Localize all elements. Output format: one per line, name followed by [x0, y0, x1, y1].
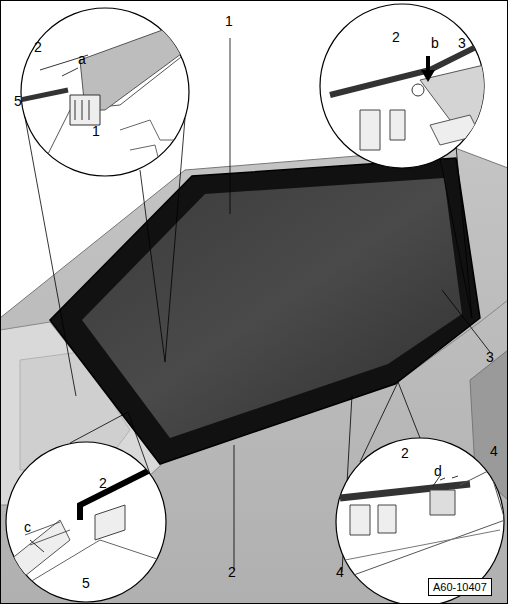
callout-number: 2: [392, 30, 400, 45]
figure-number: A60-10407: [428, 578, 492, 596]
callout-number: 4: [490, 444, 498, 459]
callout-number: 5: [82, 576, 90, 591]
callout-number: a: [78, 52, 86, 67]
callout-number: 5: [14, 94, 22, 109]
callout-number: 3: [458, 36, 466, 51]
callout-number: 3: [486, 350, 494, 365]
callout-number: b: [431, 36, 439, 51]
callout-number: d: [434, 464, 442, 479]
callout-number: 2: [99, 476, 107, 491]
callout-number: 1: [92, 124, 100, 139]
callout-number: 2: [228, 565, 236, 580]
callout-number: 4: [336, 565, 344, 580]
callout-number: 2: [401, 446, 409, 461]
callout-number: c: [24, 520, 31, 535]
callout-number: 2: [34, 40, 42, 55]
callout-number: 1: [225, 14, 233, 29]
